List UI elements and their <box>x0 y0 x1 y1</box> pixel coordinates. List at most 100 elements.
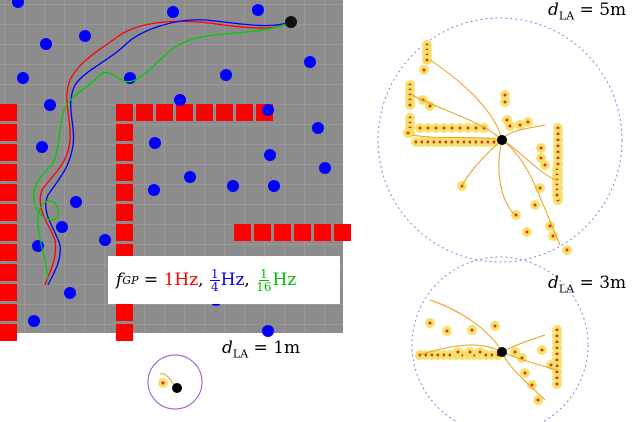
map-point <box>556 144 560 148</box>
map-point <box>533 203 537 207</box>
wall-block <box>0 164 17 181</box>
map-point <box>428 321 432 325</box>
simulation-map <box>0 0 351 341</box>
local-path <box>411 94 503 141</box>
separator: , <box>198 270 209 290</box>
local-map-point-1m <box>161 381 165 385</box>
map-point <box>513 350 517 354</box>
map-point <box>448 353 452 357</box>
map-point <box>555 352 559 356</box>
obstacle <box>99 234 111 246</box>
map-point <box>420 140 424 144</box>
map-point <box>555 376 559 380</box>
map-point <box>428 104 432 108</box>
wall-block <box>254 224 271 241</box>
robot-5m <box>497 135 507 145</box>
wall-block <box>116 224 133 241</box>
obstacle <box>28 315 40 327</box>
map-point <box>456 140 460 144</box>
local-map-1m <box>147 354 203 410</box>
map-point <box>555 346 559 350</box>
map-point <box>424 353 428 357</box>
map-point <box>555 193 559 197</box>
obstacle <box>264 149 276 161</box>
wall-block <box>274 224 291 241</box>
map-point <box>462 140 466 144</box>
map-point <box>555 340 559 344</box>
map-point <box>490 353 494 357</box>
obstacle <box>227 180 239 192</box>
wall-block <box>176 104 193 121</box>
wall-block <box>234 224 251 241</box>
obstacle <box>174 94 186 106</box>
wall-block <box>0 304 17 321</box>
wall-block <box>116 204 133 221</box>
map-point <box>426 140 430 144</box>
map-point <box>468 140 472 144</box>
wall-block <box>136 104 153 121</box>
wall-block <box>196 104 213 121</box>
map-point <box>470 328 474 332</box>
obstacle <box>149 137 161 149</box>
map-point <box>556 138 560 142</box>
obstacle <box>148 184 160 196</box>
map-point <box>508 124 512 128</box>
map-point <box>555 328 559 332</box>
map-point <box>492 140 496 144</box>
wall-block <box>0 284 17 301</box>
f-symbol: f <box>116 270 123 290</box>
obstacle <box>252 4 264 16</box>
wall-block <box>0 104 17 121</box>
local-map-3m <box>411 256 589 422</box>
map-point <box>480 140 484 144</box>
map-point <box>555 370 559 374</box>
label-dla-5m: dLA = 5m <box>548 0 627 23</box>
map-point <box>555 358 559 362</box>
wall-block <box>236 104 253 121</box>
map-point <box>414 140 418 144</box>
obstacle <box>36 141 48 153</box>
map-point <box>555 334 559 338</box>
wall-block <box>116 304 133 321</box>
map-point <box>556 132 560 136</box>
map-point <box>426 126 430 130</box>
map-point <box>484 353 488 357</box>
wall-block <box>314 224 331 241</box>
label-dla-3m: dLA = 3m <box>548 273 627 296</box>
map-point <box>438 140 442 144</box>
map-point <box>556 126 560 130</box>
map-point <box>555 382 559 386</box>
map-point <box>523 371 527 375</box>
map-point <box>478 350 482 354</box>
local-path <box>411 134 503 141</box>
map-point <box>432 140 436 144</box>
map-point <box>548 224 552 228</box>
robot-marker <box>285 16 297 28</box>
map-point <box>556 156 560 160</box>
obstacle <box>262 104 274 116</box>
local-map-points-3m <box>415 318 562 405</box>
map-point <box>430 353 434 357</box>
map-point <box>518 123 522 127</box>
trajectory-sixteenth-hz <box>33 21 291 281</box>
map-point <box>474 126 478 130</box>
map-point <box>525 230 529 234</box>
local-path <box>501 139 561 246</box>
obstacle <box>12 0 24 8</box>
map-point <box>456 350 460 354</box>
obstacle <box>44 99 56 111</box>
map-point <box>514 213 518 217</box>
legend-quarter-hz-unit: Hz <box>220 270 245 290</box>
wall-block <box>116 124 133 141</box>
local-map-5m <box>377 17 623 263</box>
label-dla-1m: dLA = 1m <box>222 338 301 361</box>
map-point <box>549 363 553 367</box>
obstacle <box>220 69 232 81</box>
map-point <box>538 186 542 190</box>
map-point <box>551 234 555 238</box>
map-point <box>466 126 470 130</box>
map-point <box>543 163 547 167</box>
wall-block <box>0 244 17 261</box>
obstacle <box>268 180 280 192</box>
